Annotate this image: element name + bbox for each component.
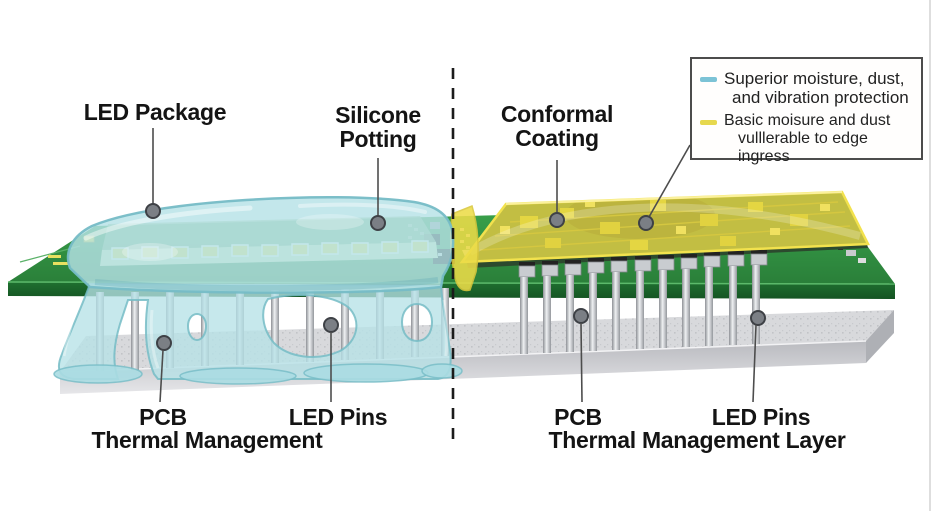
legend-coating-line1: Basic moisure and dust: [724, 112, 891, 130]
legend-potting-line1: Superior moisture, dust,: [724, 69, 905, 88]
label-led-pins-right: LED Pins: [711, 404, 811, 430]
legend-box: Superior moisture, dust, and vibration p…: [690, 57, 923, 165]
leader-led-pins-right: [750, 310, 766, 403]
conformal-coating-layer: [449, 190, 870, 292]
leader-lines: [145, 128, 766, 403]
coating-swatch-icon: [700, 120, 717, 125]
leader-led-pins-left: [323, 317, 339, 402]
leader-legend: [638, 144, 691, 231]
leader-pcb-left: [156, 335, 172, 403]
leader-silicone-potting: [370, 158, 386, 231]
pin-connectors-right: [518, 250, 768, 278]
led-pins-right-group: [520, 265, 760, 354]
legend-item-coating: Basic moisure and dust vulllerable to ed…: [700, 112, 915, 166]
legend-item-coating-text: Basic moisure and dust vulllerable to ed…: [724, 112, 915, 166]
legend-potting-line2: and vibration protection: [732, 88, 909, 108]
label-thermal-management-left: Thermal Management: [91, 427, 323, 453]
label-silicone-potting: Silicone Potting: [302, 103, 454, 152]
label-conformal-coating: Conformal Coating: [482, 102, 632, 151]
leader-pcb-right: [573, 308, 589, 403]
label-pcb-right: PCB: [554, 404, 602, 430]
label-thermal-management-right: Thermal Management Layer: [548, 427, 846, 453]
label-conformal-coating-line2: Coating: [515, 125, 599, 152]
label-pcb-left: PCB: [139, 404, 187, 430]
silicone-potting-layer: [53, 195, 463, 385]
legend-item-potting: Superior moisture, dust, and vibration p…: [700, 69, 915, 107]
image-right-border: [929, 0, 931, 511]
label-silicone-potting-line2: Potting: [339, 126, 417, 153]
leader-conformal-coating: [549, 160, 565, 228]
legend-coating-line2: vulllerable to edge ingress: [738, 129, 868, 165]
label-conformal-coating-line1: Conformal: [500, 101, 614, 127]
leader-led-package: [145, 128, 161, 219]
potting-swatch-icon: [700, 77, 717, 82]
label-led-package: LED Package: [83, 99, 227, 125]
legend-item-potting-text: Superior moisture, dust, and vibration p…: [724, 69, 909, 107]
label-led-pins-left: LED Pins: [288, 404, 388, 430]
label-silicone-potting-line1: Silicone: [335, 102, 421, 128]
